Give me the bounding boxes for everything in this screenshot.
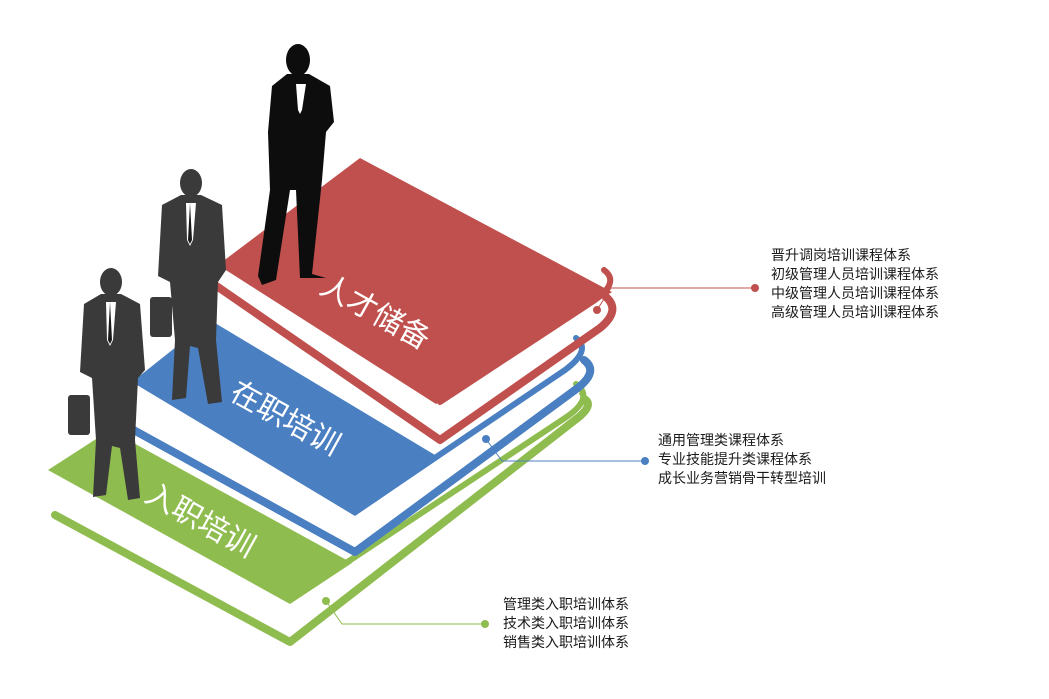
businessman-with-briefcase-icon bbox=[68, 268, 145, 500]
list-item: 晋升调岗培训课程体系 bbox=[771, 248, 911, 264]
list-item: 通用管理类课程体系 bbox=[658, 433, 784, 449]
list-item: 管理类入职培训体系 bbox=[503, 597, 629, 613]
connector-entry bbox=[322, 597, 489, 628]
list-item: 高级管理人员培训课程体系 bbox=[771, 305, 939, 321]
reserve-course-list: 晋升调岗培训课程体系 初级管理人员培训课程体系 中级管理人员培训课程体系 高级管… bbox=[771, 247, 939, 323]
list-item: 成长业务营销骨干转型培训 bbox=[658, 471, 826, 487]
entry-course-list: 管理类入职培训体系 技术类入职培训体系 销售类入职培训体系 bbox=[503, 596, 629, 653]
businessman-arms-crossed-icon bbox=[258, 44, 334, 285]
businessman-with-briefcase-icon bbox=[150, 169, 226, 404]
list-item: 专业技能提升类课程体系 bbox=[658, 452, 812, 468]
list-item: 中级管理人员培训课程体系 bbox=[771, 286, 939, 302]
onjob-course-list: 通用管理类课程体系 专业技能提升类课程体系 成长业务营销骨干转型培训 bbox=[658, 432, 826, 489]
connector-onjob bbox=[482, 435, 649, 465]
connector-reserve bbox=[593, 284, 759, 314]
list-item: 技术类入职培训体系 bbox=[503, 616, 629, 632]
list-item: 销售类入职培训体系 bbox=[503, 635, 629, 651]
list-item: 初级管理人员培训课程体系 bbox=[771, 267, 939, 283]
